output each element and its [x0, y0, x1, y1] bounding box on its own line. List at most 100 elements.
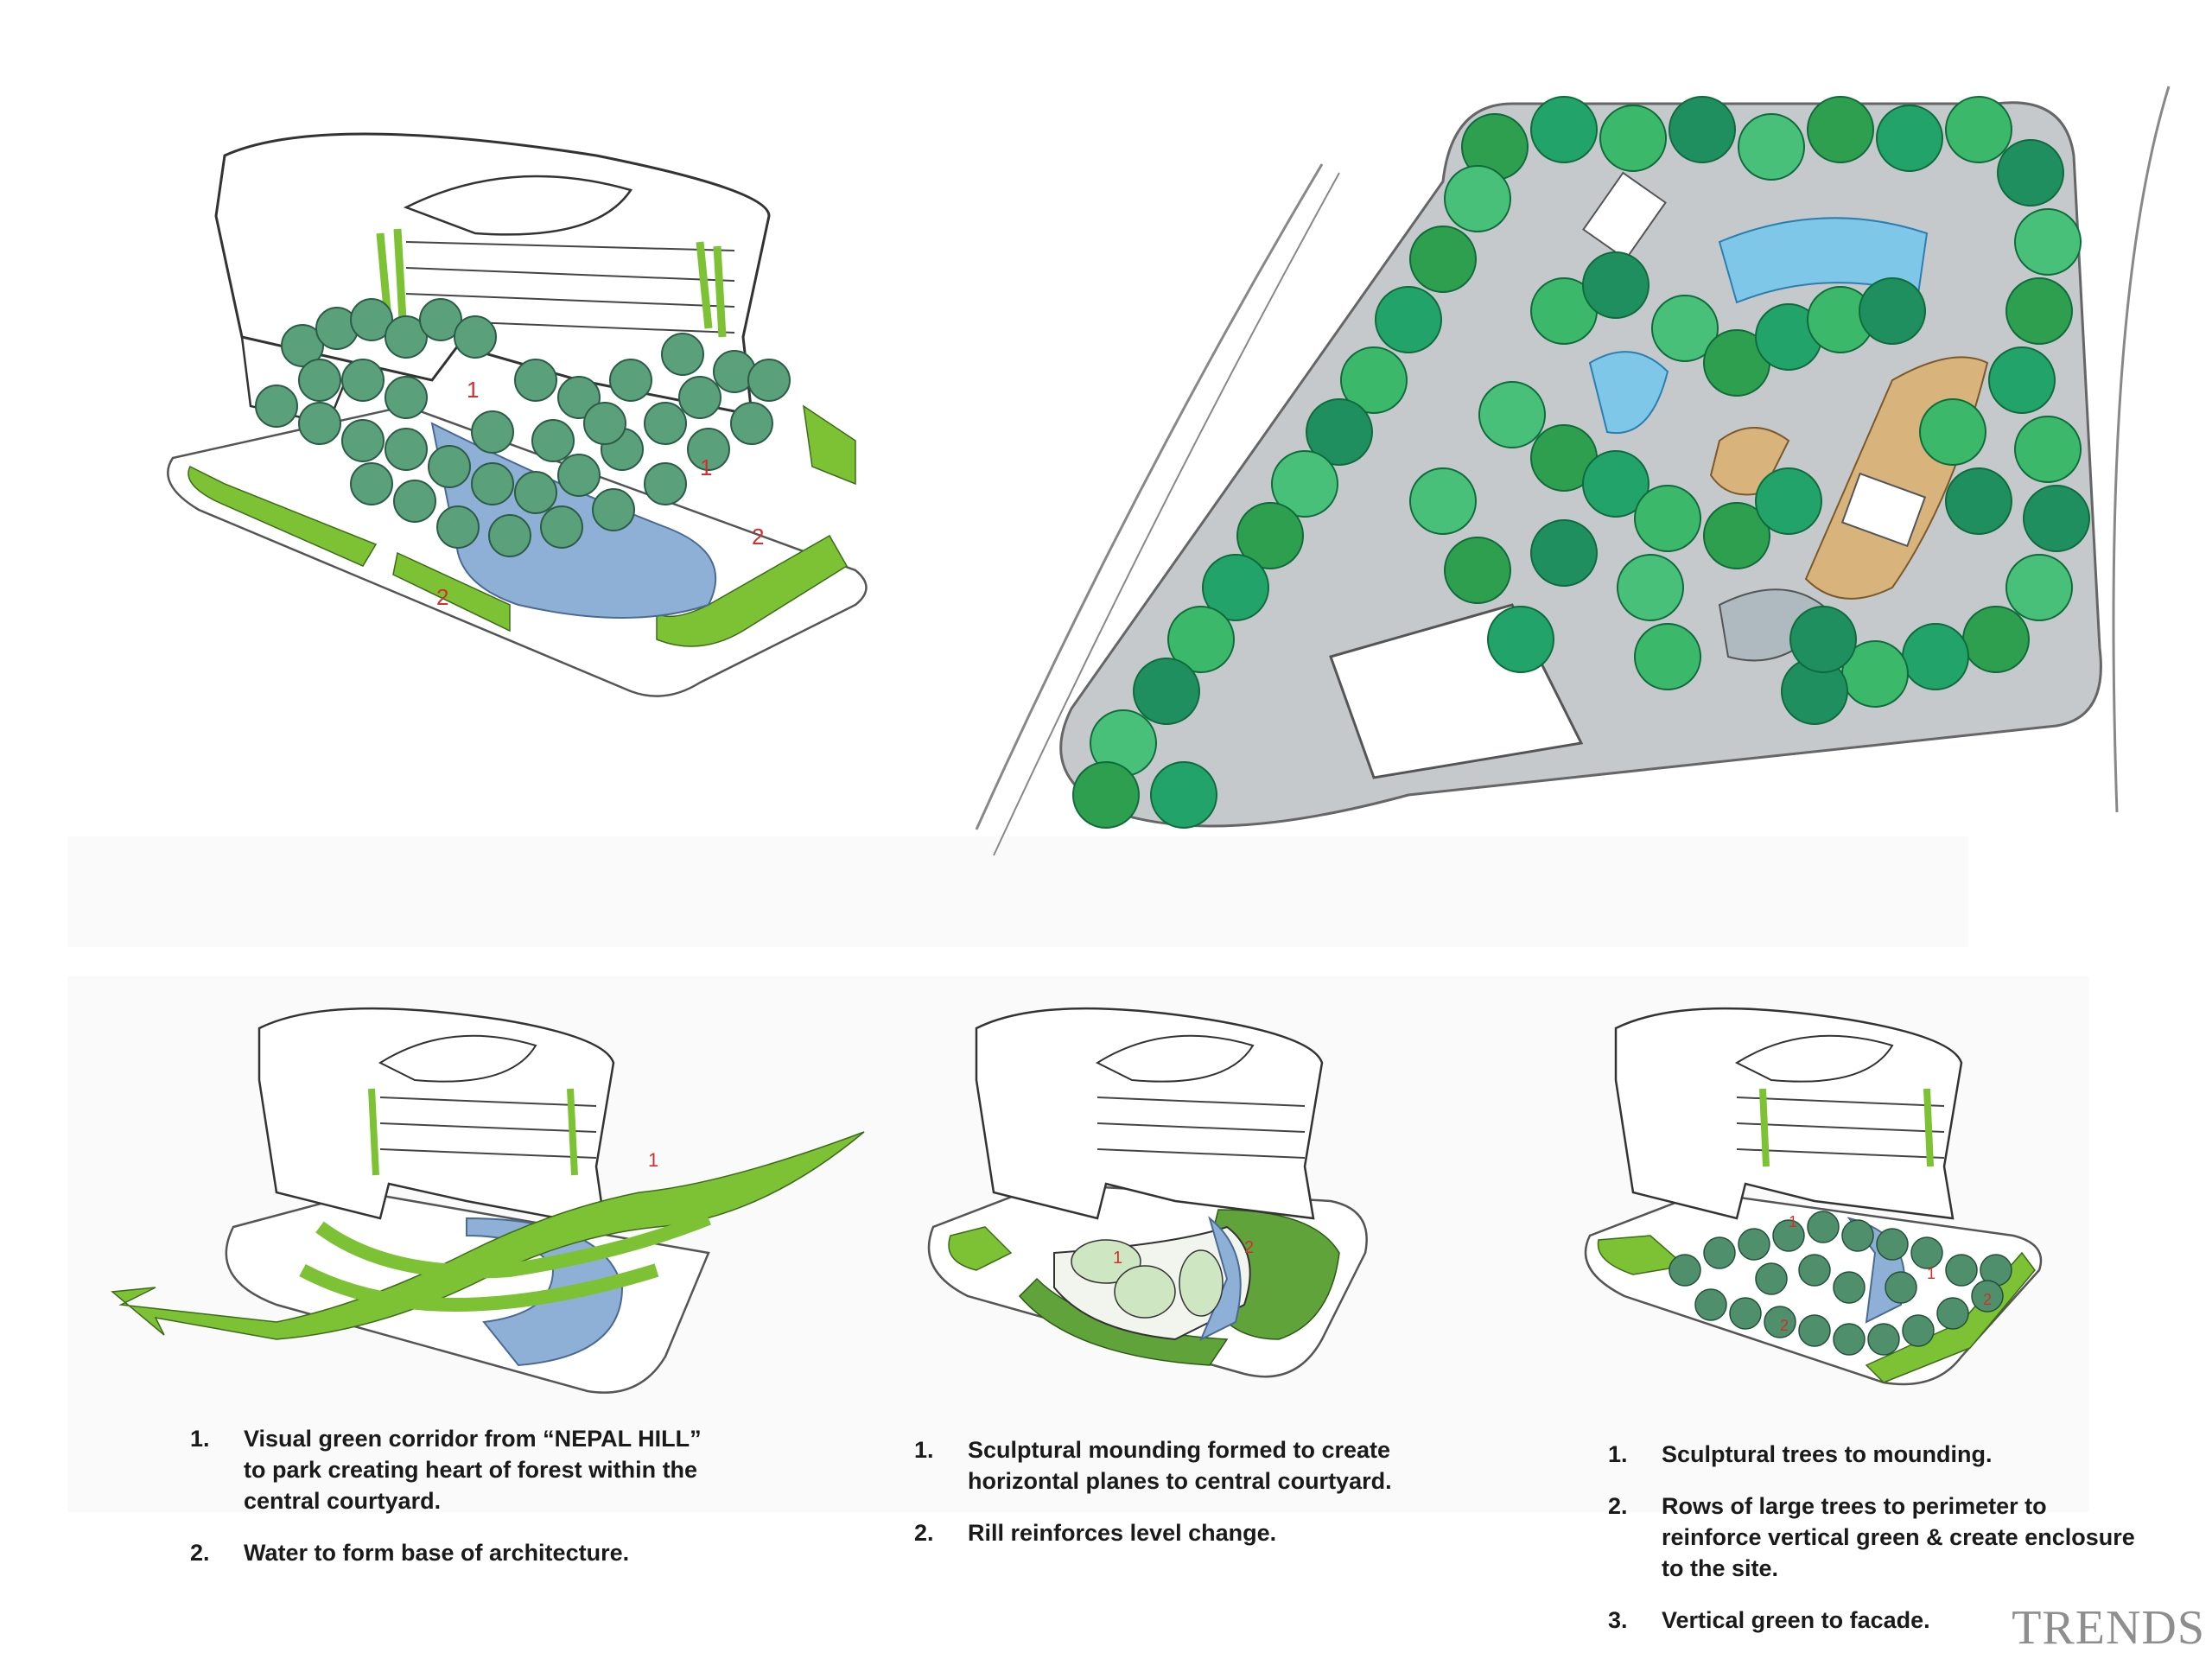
- tree-canopy: [1445, 166, 1510, 232]
- tree-canopy: [558, 454, 600, 496]
- note-text: Sculptural mounding formed to create hor…: [968, 1434, 1398, 1497]
- tree-canopy: [1903, 624, 1968, 690]
- tree-canopy: [1618, 555, 1683, 620]
- tree-canopy: [1756, 1263, 1787, 1294]
- tree-canopy: [1738, 1229, 1770, 1260]
- tree-canopy: [1695, 1289, 1726, 1320]
- tree-canopy: [1989, 347, 2055, 413]
- marker-1: 1: [648, 1149, 658, 1171]
- tree-canopy: [1073, 762, 1139, 828]
- tree-canopy: [1911, 1237, 1942, 1268]
- tree-canopy: [679, 377, 721, 418]
- tree-canopy: [1920, 399, 1986, 465]
- site-plan-diagram: [959, 52, 2186, 881]
- step3-diagram: 1 1 2 2: [1555, 994, 2074, 1400]
- tree-canopy: [385, 377, 427, 418]
- tree-canopy: [541, 506, 582, 548]
- tree-canopy: [1479, 382, 1545, 448]
- tree-canopy: [1963, 607, 2029, 672]
- tree-canopy: [2006, 555, 2072, 620]
- tree-canopy: [1445, 537, 1510, 603]
- tree-canopy: [299, 359, 340, 401]
- note-text: Water to form base of architecture.: [244, 1537, 726, 1568]
- trends-watermark: TRENDS: [2012, 1600, 2205, 1656]
- tree-canopy: [1488, 607, 1554, 672]
- marker-2a: 2: [1780, 1317, 1789, 1334]
- note-text: Rows of large trees to perimeter to rein…: [1662, 1491, 2144, 1584]
- tree-canopy: [1998, 140, 2063, 206]
- step2-diagram: 1 2: [916, 994, 1434, 1400]
- tree-canopy: [1704, 1237, 1735, 1268]
- building-courtyard-forest-icon: 1 1 2 2: [147, 121, 890, 709]
- marker-2b: 2: [1983, 1291, 1992, 1308]
- tree-canopy: [1877, 105, 1942, 171]
- tree-canopy: [645, 463, 686, 505]
- tree-canopy: [1583, 252, 1649, 318]
- tree-canopy: [1531, 520, 1597, 586]
- marker-2a: 2: [436, 584, 448, 610]
- building-tree-enclosure-icon: 1 1 2 2: [1555, 994, 2074, 1400]
- tree-canopy: [472, 463, 513, 505]
- tree-canopy: [731, 403, 772, 444]
- tree-canopy: [1410, 468, 1476, 534]
- tree-canopy: [645, 403, 686, 444]
- building-sculptural-mounding-icon: 1 2: [916, 994, 1434, 1400]
- tree-canopy: [1808, 1211, 1839, 1243]
- main-axonometric-diagram: 1 1 2 2: [147, 121, 890, 709]
- building-green-corridor-icon: 1: [104, 994, 881, 1400]
- note-number: 2.: [914, 1517, 968, 1548]
- tree-canopy: [1834, 1324, 1865, 1355]
- tree-canopy: [1946, 468, 2012, 534]
- tree-canopy: [532, 420, 574, 461]
- note-item: 1. Visual green corridor from “NEPAL HIL…: [190, 1423, 726, 1516]
- tree-canopy: [1877, 1229, 1908, 1260]
- tree-canopy: [1937, 1298, 1968, 1329]
- tree-canopy: [1790, 607, 1856, 672]
- tree-canopy: [1756, 468, 1821, 534]
- note-number: 2.: [190, 1537, 244, 1568]
- tree-canopy: [437, 506, 479, 548]
- tree-canopy: [1842, 1220, 1873, 1251]
- tree-canopy: [2006, 278, 2072, 344]
- tree-canopy: [1859, 278, 1925, 344]
- tree-canopy: [1946, 1255, 1977, 1286]
- tree-canopy: [2024, 486, 2089, 551]
- tree-canopy: [454, 316, 496, 358]
- tree-canopy: [1730, 1298, 1761, 1329]
- tree-canopy: [1635, 624, 1700, 690]
- tree-canopy: [1134, 658, 1199, 724]
- tree-canopy: [1799, 1255, 1830, 1286]
- note-number: 3.: [1608, 1605, 1662, 1636]
- tree-canopy: [1376, 287, 1441, 353]
- note-item: 1. Sculptural mounding formed to create …: [914, 1434, 1398, 1497]
- note-text: Rill reinforces level change.: [968, 1517, 1398, 1548]
- tree-canopy: [472, 411, 513, 453]
- tree-canopy: [2015, 209, 2081, 275]
- tree-canopy: [515, 359, 556, 401]
- tree-canopy: [2015, 416, 2081, 482]
- step2-notes: 1. Sculptural mounding formed to create …: [914, 1434, 1398, 1569]
- marker-2: 2: [1244, 1238, 1254, 1257]
- step1-diagram: 1: [104, 994, 881, 1400]
- tree-canopy: [1410, 226, 1476, 292]
- tree-canopy: [515, 472, 556, 513]
- note-item: 1. Sculptural trees to mounding.: [1608, 1439, 2144, 1470]
- marker-1b: 1: [700, 454, 712, 480]
- tree-canopy: [1669, 97, 1735, 162]
- tree-canopy: [429, 446, 470, 487]
- tree-canopy: [1808, 97, 1873, 162]
- tree-canopy: [1531, 97, 1597, 162]
- tree-canopy: [1635, 486, 1700, 551]
- step1-notes: 1. Visual green corridor from “NEPAL HIL…: [190, 1423, 726, 1589]
- note-item: 2. Rows of large trees to perimeter to r…: [1608, 1491, 2144, 1584]
- note-text: Visual green corridor from “NEPAL HILL” …: [244, 1423, 726, 1516]
- tree-canopy: [351, 463, 392, 505]
- tree-canopy: [1868, 1324, 1899, 1355]
- tree-canopy: [1738, 114, 1804, 180]
- note-item: 2. Water to form base of architecture.: [190, 1537, 726, 1568]
- tree-canopy: [610, 359, 652, 401]
- marker-1: 1: [1113, 1249, 1122, 1268]
- tree-canopy: [1600, 105, 1666, 171]
- note-item: 2. Rill reinforces level change.: [914, 1517, 1398, 1548]
- tree-canopy: [1151, 762, 1217, 828]
